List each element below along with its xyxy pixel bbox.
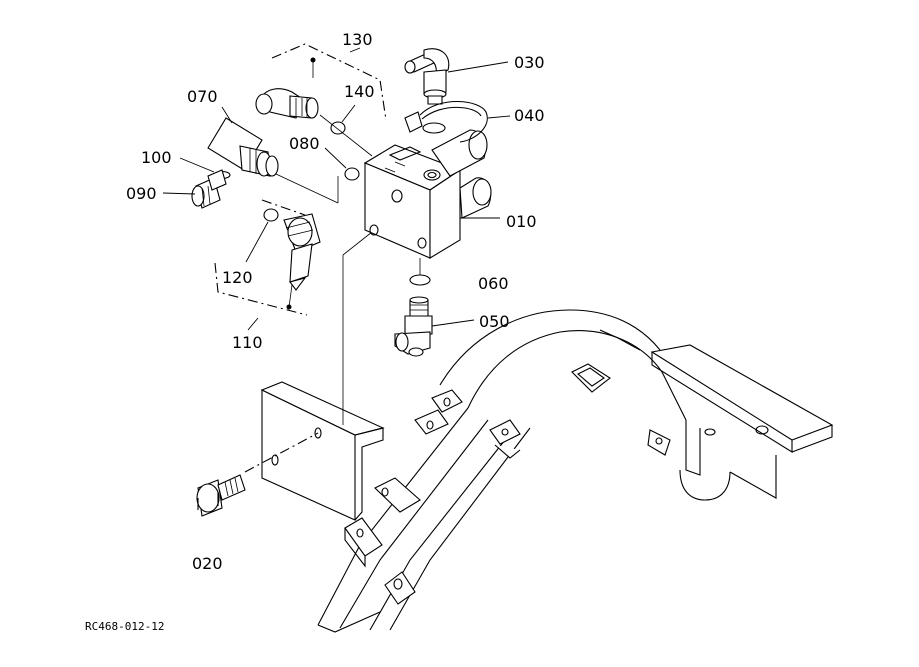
label-110: 110 xyxy=(232,333,263,352)
fitting-050 xyxy=(394,296,475,357)
elbow-assembly-110 xyxy=(214,199,321,331)
label-140: 140 xyxy=(344,82,375,101)
label-120: 120 xyxy=(222,268,253,287)
label-020: 020 xyxy=(192,554,223,573)
solenoid-valve-010 xyxy=(363,129,500,259)
label-040: 040 xyxy=(514,106,545,125)
label-130: 130 xyxy=(342,30,373,49)
tractor-frame xyxy=(317,309,834,633)
connector-040 xyxy=(404,100,511,143)
part-labels: 130 030 140 070 040 080 100 090 010 120 … xyxy=(85,30,545,633)
o-ring-060 xyxy=(409,258,431,286)
label-100: 100 xyxy=(141,148,172,167)
o-ring-080 xyxy=(324,147,360,181)
label-030: 030 xyxy=(514,53,545,72)
fitting-070 xyxy=(207,106,339,204)
label-050: 050 xyxy=(479,312,510,331)
drawing-code: RC468-012-12 xyxy=(85,620,164,633)
label-060: 060 xyxy=(478,274,509,293)
label-080: 080 xyxy=(289,134,320,153)
fitting-090 xyxy=(162,169,227,209)
mounting-bracket xyxy=(244,231,385,521)
label-090: 090 xyxy=(126,184,157,203)
label-010: 010 xyxy=(506,212,537,231)
label-070: 070 xyxy=(187,87,218,106)
bolt-020 xyxy=(196,474,246,517)
elbow-fitting-030 xyxy=(404,48,509,105)
elbow-assembly-130 xyxy=(255,43,387,157)
